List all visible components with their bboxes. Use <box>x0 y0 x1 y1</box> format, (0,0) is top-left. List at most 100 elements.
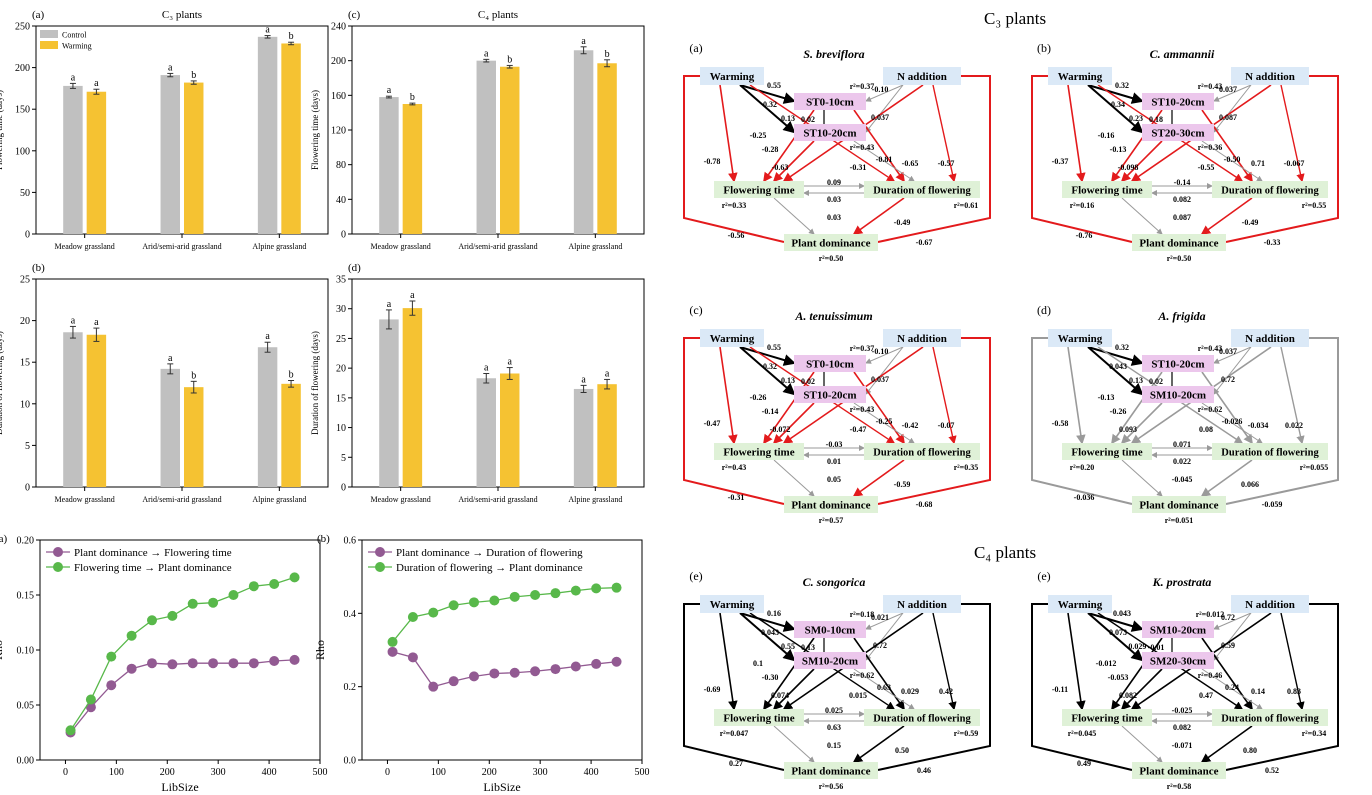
path-coefficient: 0.13 <box>781 376 795 385</box>
data-point <box>208 597 219 608</box>
path-coefficient: 0.08 <box>1199 425 1213 434</box>
significance-letter: b <box>289 370 294 381</box>
panel-label: (b) <box>317 533 330 545</box>
bar <box>573 50 594 235</box>
node-warming-label: Warming <box>1058 71 1103 83</box>
path-coefficient: 0.02 <box>801 115 815 124</box>
path-loop-n <box>1225 337 1339 505</box>
significance-letter: a <box>581 374 586 385</box>
path-arrow <box>739 612 796 662</box>
significance-letter: a <box>387 299 392 310</box>
path-arrow <box>1280 346 1305 445</box>
significance-letter: a <box>605 368 610 379</box>
path-coefficient: 0.037 <box>1219 347 1237 356</box>
bar <box>160 368 180 487</box>
path-arrow <box>865 612 904 630</box>
bar <box>86 334 107 487</box>
data-point <box>167 610 178 621</box>
node-soil-2-label: SM10-20cm <box>802 656 858 668</box>
y-axis-label: Flowering time (days) <box>0 90 4 170</box>
path-arrow <box>739 84 796 134</box>
y-tick-label: 50 <box>20 188 30 199</box>
r2-plant-dominance: r²=0.57 <box>819 516 844 525</box>
data-point <box>428 607 439 618</box>
r2-flowering-time: r²=0.43 <box>722 463 747 472</box>
data-point <box>289 654 300 665</box>
x-tick-label: 0 <box>385 767 390 778</box>
data-point <box>509 591 520 602</box>
r2-duration: r²=0.55 <box>1302 201 1327 210</box>
y-tick-label: 0.00 <box>17 756 35 767</box>
data-point <box>106 651 117 662</box>
path-coefficient: -0.63 <box>772 163 789 172</box>
path-loop-n <box>1225 75 1339 243</box>
data-point <box>469 671 479 682</box>
path-coefficient: -0.026 <box>1222 417 1243 426</box>
path-coefficient: -0.25 <box>876 417 893 426</box>
legend-marker <box>375 547 385 557</box>
y-tick-label: 10 <box>336 423 346 434</box>
path-coefficient: 0.037 <box>871 375 889 384</box>
path-arrow <box>1121 459 1163 497</box>
path-coefficient: 0.18 <box>1149 115 1163 124</box>
path-coefficient: 0.32 <box>763 362 777 371</box>
data-point <box>530 590 541 600</box>
x-tick-label: Meadow grassland <box>371 242 431 251</box>
path-arrow <box>1067 612 1086 711</box>
bar <box>476 60 496 234</box>
r2-plant-dominance: r²=0.50 <box>819 254 844 263</box>
significance-letter: a <box>168 353 173 364</box>
data-point <box>570 661 581 672</box>
bar <box>476 378 496 487</box>
r2-plant-dominance: r²=0.58 <box>1167 782 1192 791</box>
path-coefficient: 0.72 <box>1221 375 1235 384</box>
path-loop-n <box>1225 603 1339 771</box>
path-coefficient: 0.46 <box>917 766 931 775</box>
x-tick-label: Alpine grassland <box>252 242 306 251</box>
path-arrow <box>865 84 904 133</box>
node-soil-1 <box>1142 93 1214 110</box>
path-coefficient: -0.26 <box>1110 407 1127 416</box>
data-point <box>509 667 520 678</box>
bar <box>402 308 423 487</box>
diagram-panel: (e) <box>1037 569 1050 583</box>
significance-letter: b <box>410 92 415 103</box>
bar <box>402 104 423 234</box>
path-coefficient: 0.022 <box>1173 457 1191 466</box>
path-coefficient: 0.066 <box>1241 480 1259 489</box>
path-arrow <box>932 84 957 183</box>
path-coefficient: 0.071 <box>1173 440 1191 449</box>
path-arrow <box>1087 612 1144 632</box>
path-coefficient: -0.55 <box>1198 163 1215 172</box>
node-n-addition <box>883 595 961 613</box>
y-tick-label: 80 <box>336 160 346 171</box>
path-loop-n <box>877 603 991 771</box>
significance-letter: a <box>94 78 99 89</box>
significance-letter: a <box>265 331 270 342</box>
path-coefficient: -0.025 <box>1172 706 1193 715</box>
node-soil-2-label: SM10-20cm <box>1150 390 1206 402</box>
path-coefficient: 0.32 <box>1115 81 1129 90</box>
diagram-species-title: A. frigida <box>1157 309 1205 323</box>
path-coefficient: -0.071 <box>1172 741 1193 750</box>
path-coefficient: 0.082 <box>1173 723 1191 732</box>
node-warming <box>700 595 764 613</box>
path-arrow <box>773 459 815 497</box>
node-n-addition <box>883 67 961 85</box>
data-point <box>489 668 500 679</box>
path-arrow <box>1213 346 1252 395</box>
path-coefficient: 0.043 <box>1113 609 1131 618</box>
path-coefficient: -0.10 <box>872 85 889 94</box>
path-coefficient: 0.55 <box>781 642 795 651</box>
path-arrow <box>1201 140 1263 182</box>
path-arrow <box>1120 668 1163 711</box>
significance-letter: a <box>94 317 99 328</box>
path-coefficient: 0.14 <box>1251 687 1265 696</box>
data-point <box>428 681 439 692</box>
path-arrow <box>1213 84 1252 102</box>
node-flowering-time-label: Flowering time <box>723 447 794 459</box>
